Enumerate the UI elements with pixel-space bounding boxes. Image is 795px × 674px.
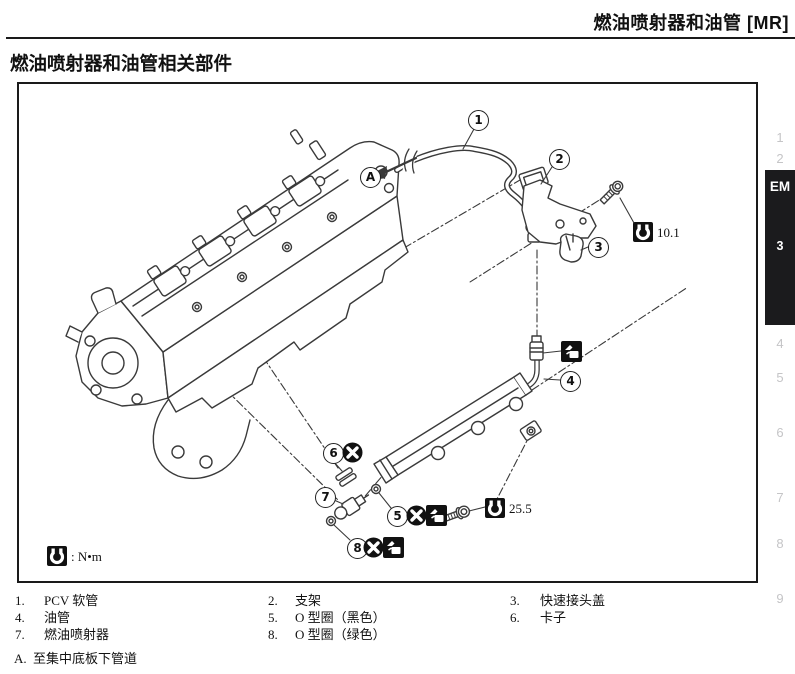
quick-connector-cap: [559, 233, 584, 263]
callout-ref-a: A: [360, 167, 381, 188]
torque-value-bracket: 10.1: [657, 225, 680, 240]
tab-8: 8: [776, 536, 784, 551]
leader-lines: [333, 128, 635, 541]
torque-wrench-icon: [47, 546, 67, 566]
header-rule: [6, 37, 795, 39]
tab-6: 6: [776, 425, 784, 440]
legend-item: 2.支架: [268, 593, 322, 608]
legend-item: 8.O 型圈（绿色）: [268, 627, 386, 642]
ignition-coils: [146, 175, 326, 297]
legend-note-a: A.至集中底板下管道: [14, 651, 138, 666]
legend-item: 4.油管: [15, 610, 71, 625]
pcv-hose: [394, 145, 534, 222]
fuel-injector: [334, 494, 370, 520]
legend-column-2: 2.支架 5.O 型圈（黑色） 8.O 型圈（绿色）: [268, 590, 386, 642]
section-thumb-tabs: 1 2 EM 3 4 5 6 7 8 9: [765, 0, 795, 674]
fuel-tube: [373, 335, 544, 484]
page-title: 燃油喷射器和油管相关部件: [10, 53, 233, 74]
bracket-bolt: [599, 180, 624, 205]
torque-wrench-icon: [485, 498, 505, 518]
tab-4: 4: [776, 336, 784, 351]
replace-part-icon: [406, 505, 427, 526]
apply-oil-icon: [426, 505, 447, 526]
tab-2: 2: [776, 151, 784, 166]
tab-em-active: EM 3: [765, 170, 795, 325]
replace-part-icon: [342, 442, 363, 463]
callout-1: 1: [468, 110, 489, 131]
page-header-title: 燃油喷射器和油管 [MR]: [593, 13, 789, 33]
tab-7: 7: [776, 490, 784, 505]
legend-item: 6.卡子: [510, 610, 567, 625]
legend-column-1: 1.PCV 软管 4.油管 7.燃油喷射器: [15, 590, 110, 642]
torque-value-rail: 25.5: [509, 501, 532, 516]
callout-5: 5: [387, 506, 408, 527]
rail-bolt: [443, 505, 471, 522]
torque-unit-note: : N•m: [71, 549, 102, 564]
replace-part-icon: [363, 537, 384, 558]
legend-item: 1.PCV 软管: [15, 593, 99, 608]
callout-3: 3: [588, 237, 609, 258]
apply-oil-icon: [383, 537, 404, 558]
callout-2: 2: [549, 149, 570, 170]
bracket: [518, 166, 597, 245]
torque-wrench-icon: [633, 222, 653, 242]
callout-7: 7: [315, 487, 336, 508]
legend-item: 7.燃油喷射器: [15, 627, 110, 642]
tab-em-label: EM: [769, 179, 791, 194]
tab-9: 9: [776, 591, 784, 606]
tab-5: 5: [776, 370, 784, 385]
clip: [335, 467, 357, 487]
o-rings: [325, 483, 382, 527]
legend-item: 3.快速接头盖: [510, 593, 606, 608]
callout-6: 6: [323, 443, 344, 464]
tab-em-page: 3: [776, 239, 784, 253]
legend-item: 5.O 型圈（黑色）: [268, 610, 386, 625]
callout-4: 4: [560, 371, 581, 392]
fuel-rail: [373, 372, 542, 484]
engine-assembly: [65, 129, 409, 480]
legend-column-3: 3.快速接头盖 6.卡子: [510, 590, 606, 625]
tab-1: 1: [776, 130, 784, 145]
apply-oil-icon: [561, 341, 582, 362]
